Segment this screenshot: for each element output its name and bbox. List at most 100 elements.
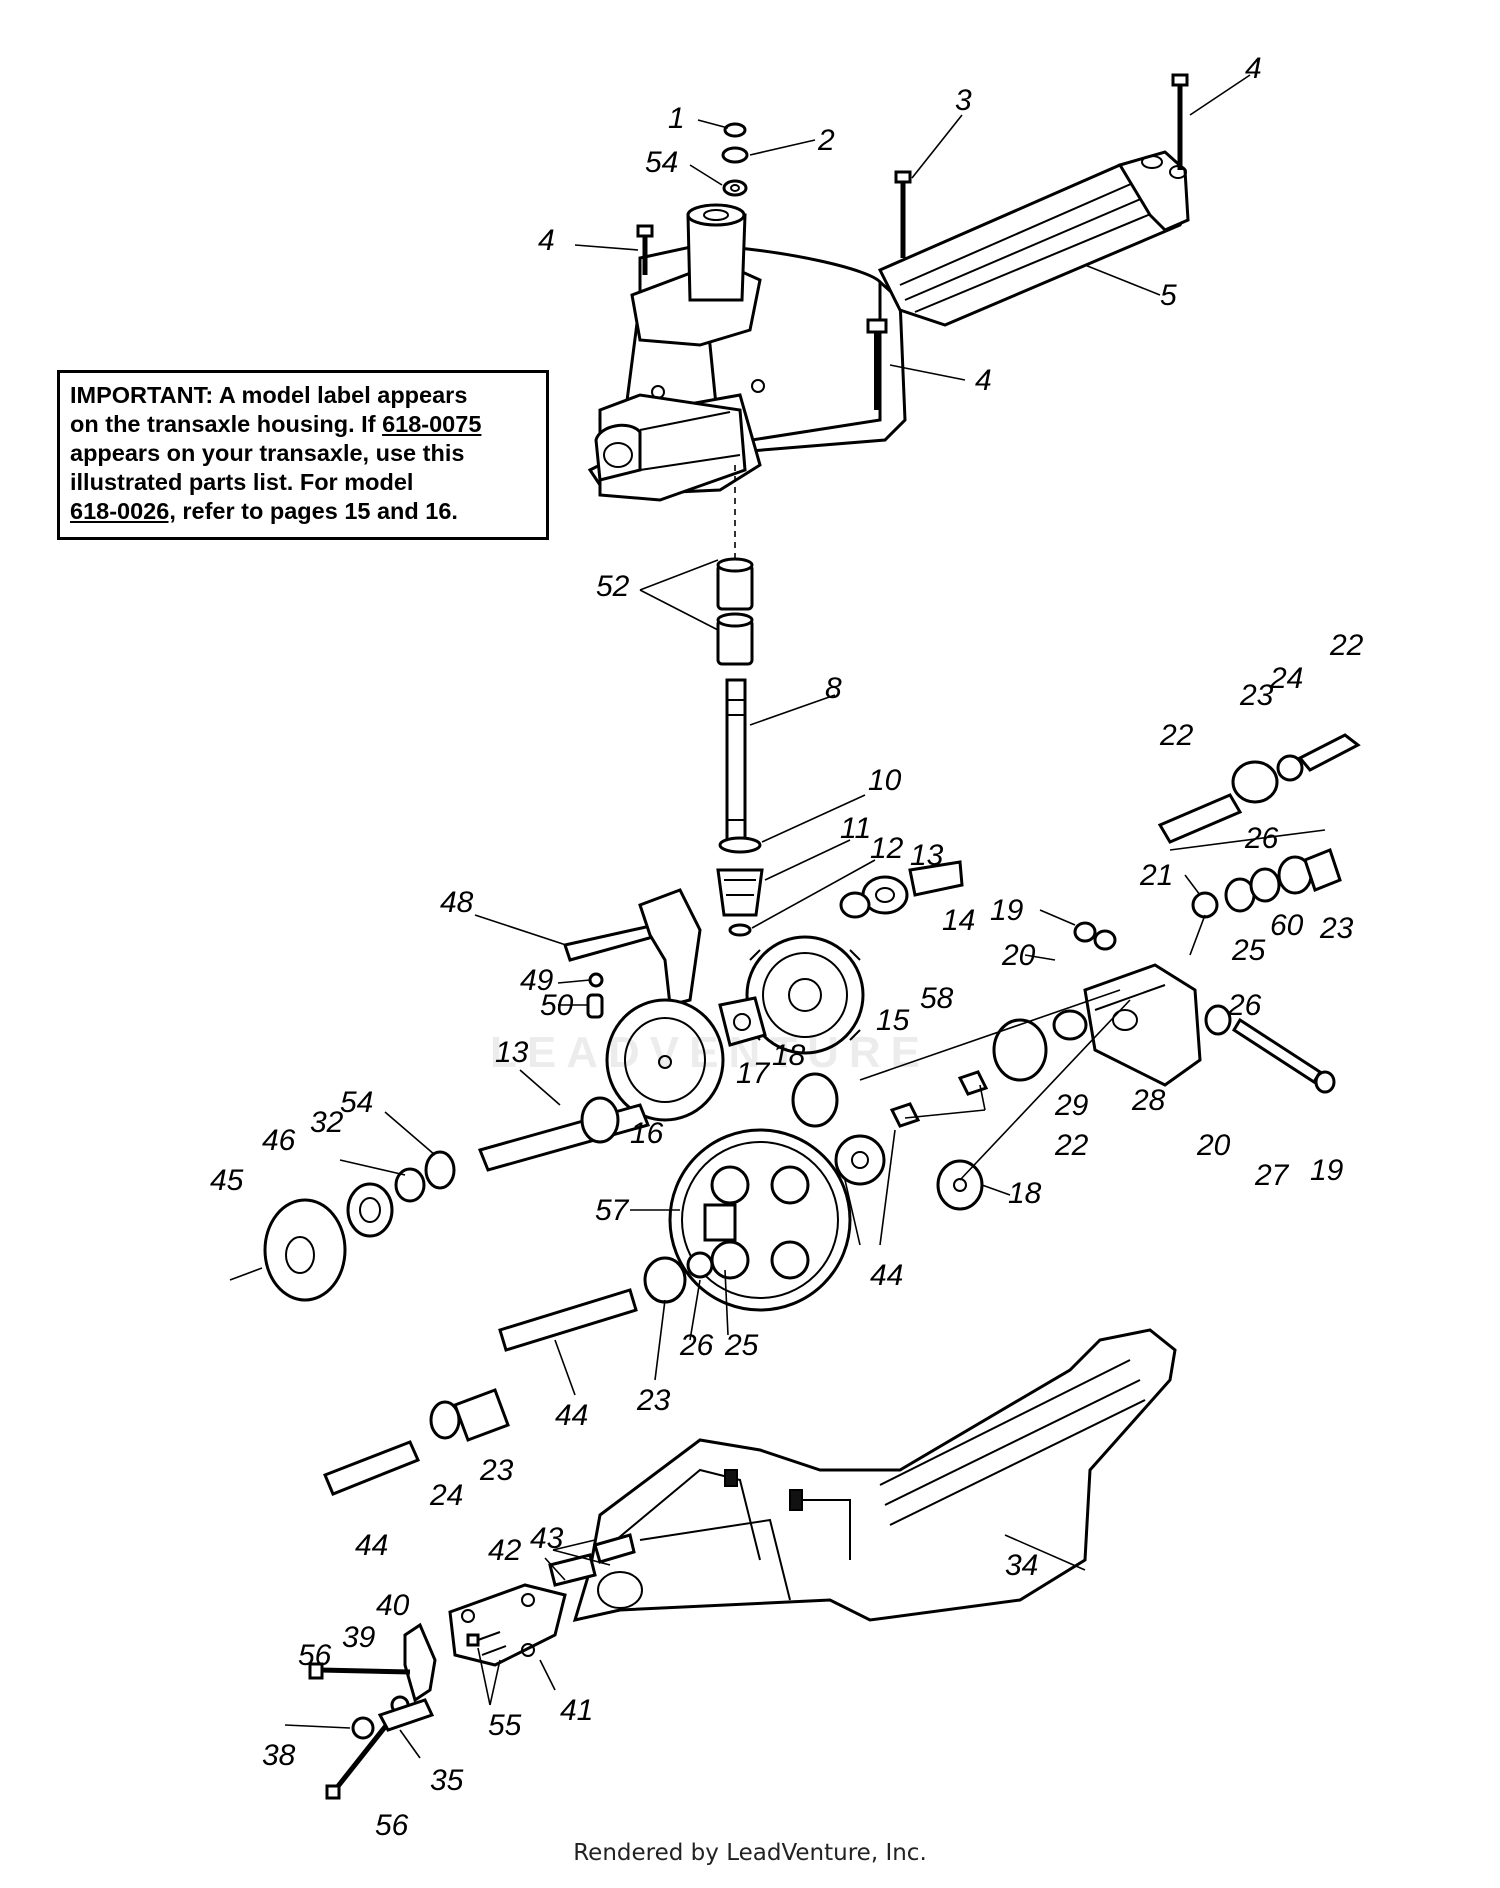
note-line: IMPORTANT: A model label appears — [70, 382, 468, 408]
callout: 19 — [990, 894, 1024, 927]
watermark-text: LEADVENTURE — [490, 1028, 931, 1077]
shift-collar — [718, 996, 767, 1047]
jackshaft — [477, 1096, 651, 1172]
input-shaft — [725, 678, 747, 842]
callout: 18 — [1008, 1177, 1042, 1210]
nuts-bushing — [889, 1009, 1088, 1128]
callout: 44 — [870, 1259, 903, 1292]
gear-16 — [605, 998, 725, 1122]
callout-labels: 1 2 54 3 4 4 5 4 52 8 10 11 12 13 14 58 … — [210, 52, 1364, 1842]
small-bevel-gears — [791, 1018, 1048, 1211]
callout: 4 — [1245, 52, 1262, 85]
callout: 35 — [430, 1764, 464, 1797]
callout: 19 — [1310, 1154, 1344, 1187]
footer-credit: Rendered by LeadVenture, Inc. — [573, 1840, 927, 1866]
callout: 42 — [488, 1534, 522, 1567]
callout: 41 — [560, 1694, 593, 1727]
callout: 56 — [375, 1809, 409, 1842]
callout: 23 — [1319, 912, 1354, 945]
callout: 15 — [876, 1004, 910, 1037]
callout: 48 — [440, 886, 474, 919]
callout: 26 — [679, 1329, 714, 1362]
callout: 60 — [1270, 909, 1304, 942]
callout: 22 — [1159, 719, 1194, 752]
spur-gear-44 — [834, 1134, 886, 1186]
callout: 13 — [910, 839, 944, 872]
callout: 23 — [636, 1384, 671, 1417]
callout: 23 — [1239, 679, 1274, 712]
pinion-group — [716, 836, 764, 937]
output-shaft — [323, 1251, 714, 1496]
drive-pulley — [229, 1198, 347, 1302]
callout: 18 — [772, 1039, 806, 1072]
callout: 49 — [520, 964, 554, 997]
callout: 55 — [488, 1709, 522, 1742]
callout: 40 — [376, 1589, 410, 1622]
bolt-parts — [636, 73, 1189, 410]
callout: 3 — [955, 84, 972, 117]
callout: 22 — [1329, 629, 1364, 662]
callout: 12 — [870, 832, 904, 865]
important-note: IMPORTANT: A model label appears on the … — [57, 370, 549, 540]
callout: 58 — [920, 982, 954, 1015]
callout: 54 — [340, 1086, 373, 1119]
large-spur-gear — [668, 1128, 852, 1312]
model-number: 618-0026, — [70, 498, 176, 524]
callout: 32 — [310, 1106, 344, 1139]
callout: 20 — [1001, 939, 1036, 972]
callout: 39 — [342, 1621, 376, 1654]
collar-14 — [839, 860, 964, 919]
callout: 45 — [210, 1164, 244, 1197]
upper-housing — [587, 150, 1190, 502]
note-line: illustrated parts list. For model — [70, 469, 414, 495]
callout: 4 — [975, 364, 992, 397]
callout: 16 — [630, 1117, 664, 1150]
model-number: 618-0075 — [382, 411, 482, 437]
callout: 26 — [1227, 989, 1262, 1022]
callout: 23 — [479, 1454, 514, 1487]
callout: 17 — [736, 1057, 771, 1090]
case-half — [859, 963, 1202, 1181]
right-axle-parts — [1157, 733, 1361, 851]
callout: 27 — [1254, 1159, 1290, 1192]
right-washers — [1191, 848, 1342, 919]
lower-housing — [572, 1328, 1177, 1623]
callout: 10 — [868, 764, 902, 797]
callout: 50 — [540, 989, 574, 1022]
note-line: refer to pages 15 and 16. — [175, 498, 458, 524]
callout: 28 — [1131, 1084, 1166, 1117]
note-line: appears on your transaxle, use this — [70, 440, 465, 466]
top-washers — [721, 122, 749, 197]
callout: 8 — [825, 672, 842, 705]
callout: 24 — [1269, 662, 1303, 695]
callout: 22 — [1054, 1129, 1089, 1162]
callout: 21 — [1139, 859, 1173, 892]
callout: 26 — [1244, 822, 1279, 855]
callout: 5 — [1160, 279, 1177, 312]
callout: 56 — [298, 1639, 332, 1672]
note-line: on the transaxle housing. If — [70, 411, 383, 437]
callout: 34 — [1005, 1549, 1038, 1582]
callout: 43 — [530, 1522, 564, 1555]
callout: 25 — [724, 1329, 759, 1362]
callout: 54 — [645, 146, 678, 179]
leader-lines — [284, 74, 1251, 1759]
callout: 4 — [538, 224, 555, 257]
callout: 44 — [555, 1399, 588, 1432]
bushings — [716, 557, 754, 666]
callout: 29 — [1054, 1089, 1089, 1122]
callout: 52 — [596, 570, 630, 603]
callout: 44 — [355, 1529, 388, 1562]
callout: 11 — [840, 812, 871, 845]
callout: 24 — [429, 1479, 463, 1512]
callout: 46 — [262, 1124, 296, 1157]
callout: 1 — [668, 102, 685, 135]
callout: 14 — [942, 904, 975, 937]
callout: 38 — [262, 1739, 296, 1772]
spacer-washers — [346, 1150, 456, 1238]
callout: 25 — [1231, 934, 1266, 967]
callout: 57 — [595, 1194, 630, 1227]
cross-pin — [1073, 921, 1336, 1094]
bevel-gear — [745, 935, 865, 1055]
